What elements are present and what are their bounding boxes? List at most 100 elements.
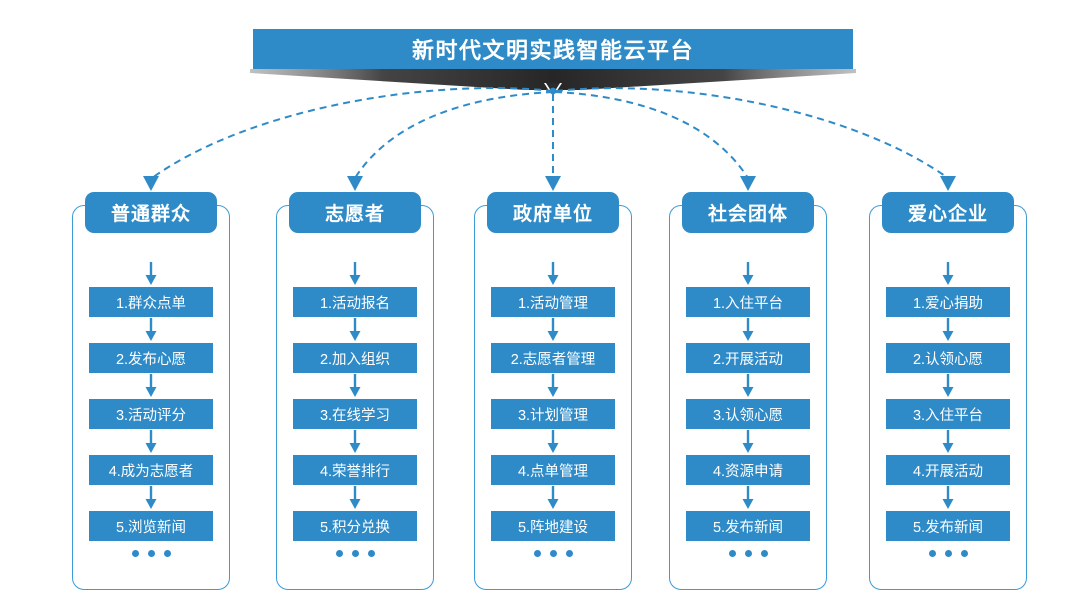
flow-item-box[interactable]: 5.浏览新闻 [89, 511, 213, 541]
role-column-social-group: 社会团体 1.入住平台 2.开展活动 3.认领心愿 4.资源申请 5.发布新闻 [669, 192, 827, 590]
flow-arrow-icon [145, 318, 157, 341]
platform-title: 新时代文明实践智能云平台 [411, 38, 694, 63]
flow-item-box[interactable]: 2.认领心愿 [886, 343, 1010, 373]
flow-arrow-icon [942, 262, 954, 285]
column-header-volunteer[interactable]: 志愿者 [289, 192, 421, 233]
flow-item-box[interactable]: 2.发布心愿 [89, 343, 213, 373]
flow-item-box[interactable]: 1.入住平台 [686, 287, 810, 317]
flow-item-label: 5.积分兑换 [319, 519, 391, 536]
flow-arrow-icon [349, 318, 361, 341]
flow-item-box[interactable]: 2.开展活动 [686, 343, 810, 373]
flow-item-box[interactable]: 3.计划管理 [491, 399, 615, 429]
column-item-list: 1.活动管理 2.志愿者管理 3.计划管理 4.点单管理 5.阵地建设 [474, 261, 632, 541]
ellipsis-dot [944, 550, 952, 557]
flow-item-box[interactable]: 5.阵地建设 [491, 511, 615, 541]
flow-item-label: 1.群众点单 [115, 295, 187, 312]
flow-item-label: 3.计划管理 [517, 407, 589, 424]
flow-item-label: 5.阵地建设 [517, 519, 589, 536]
flow-item-box[interactable]: 1.群众点单 [89, 287, 213, 317]
flow-item-box[interactable]: 3.在线学习 [293, 399, 417, 429]
flow-arrow-icon [547, 262, 559, 285]
flow-item-box[interactable]: 4.点单管理 [491, 455, 615, 485]
ellipsis-dot [960, 550, 968, 557]
flow-item-box[interactable]: 3.认领心愿 [686, 399, 810, 429]
flow-item-label: 4.资源申请 [712, 463, 784, 480]
ellipsis-dot [351, 550, 359, 557]
flow-arrow-icon [742, 374, 754, 397]
flow-item-box[interactable]: 1.爱心捐助 [886, 287, 1010, 317]
more-items-ellipsis [474, 550, 632, 557]
flow-item-label: 5.发布新闻 [912, 519, 984, 536]
column-header-label: 普通群众 [110, 204, 191, 225]
flow-item-box[interactable]: 1.活动管理 [491, 287, 615, 317]
flow-item-label: 4.成为志愿者 [108, 463, 194, 480]
ellipsis-dot [928, 550, 936, 557]
column-header-label: 社会团体 [707, 204, 788, 225]
column-header-general-public[interactable]: 普通群众 [85, 192, 217, 233]
flow-item-box[interactable]: 5.积分兑换 [293, 511, 417, 541]
ellipsis-dot [367, 550, 375, 557]
column-header-charity-enterprise[interactable]: 爱心企业 [882, 192, 1014, 233]
flow-item-box[interactable]: 2.志愿者管理 [491, 343, 615, 373]
flow-item-box[interactable]: 2.加入组织 [293, 343, 417, 373]
flow-item-label: 1.活动管理 [517, 295, 589, 312]
column-item-list: 1.入住平台 2.开展活动 3.认领心愿 4.资源申请 5.发布新闻 [669, 261, 827, 541]
ellipsis-dot [335, 550, 343, 557]
more-items-ellipsis [276, 550, 434, 557]
flow-arrow-icon [145, 374, 157, 397]
flow-arrow-icon [145, 486, 157, 509]
flow-arrow-icon [547, 430, 559, 453]
flow-arrow-icon [349, 374, 361, 397]
ellipsis-dot [760, 550, 768, 557]
flow-arrow-icon [145, 262, 157, 285]
flow-item-box[interactable]: 3.入住平台 [886, 399, 1010, 429]
column-header-social-group[interactable]: 社会团体 [682, 192, 814, 233]
flow-item-label: 1.入住平台 [712, 295, 784, 312]
more-items-ellipsis [72, 550, 230, 557]
flow-item-label: 5.发布新闻 [712, 519, 784, 536]
more-items-ellipsis [869, 550, 1027, 557]
ellipsis-dot [147, 550, 155, 557]
flow-item-label: 3.入住平台 [912, 407, 984, 424]
column-header-government-unit[interactable]: 政府单位 [487, 192, 619, 233]
column-item-list: 1.爱心捐助 2.认领心愿 3.入住平台 4.开展活动 5.发布新闻 [869, 261, 1027, 541]
flow-arrow-icon [942, 374, 954, 397]
flow-item-box[interactable]: 5.发布新闻 [686, 511, 810, 541]
flow-item-box[interactable]: 3.活动评分 [89, 399, 213, 429]
flow-arrow-icon [547, 318, 559, 341]
flow-arrow-icon [942, 486, 954, 509]
flow-arrow-icon [742, 430, 754, 453]
more-items-ellipsis [669, 550, 827, 557]
flow-item-label: 2.开展活动 [712, 351, 784, 368]
flow-item-label: 4.点单管理 [517, 463, 589, 480]
ellipsis-dot [533, 550, 541, 557]
column-header-label: 志愿者 [324, 204, 385, 225]
flow-arrow-icon [742, 262, 754, 285]
ellipsis-dot [549, 550, 557, 557]
column-header-label: 政府单位 [512, 204, 593, 225]
ellipsis-dot [728, 550, 736, 557]
column-item-list: 1.群众点单 2.发布心愿 3.活动评分 4.成为志愿者 5.浏览新闻 [72, 261, 230, 541]
flow-item-box[interactable]: 4.资源申请 [686, 455, 810, 485]
flow-item-label: 5.浏览新闻 [115, 519, 187, 536]
flow-arrow-icon [942, 430, 954, 453]
flow-item-label: 1.活动报名 [319, 295, 391, 312]
flow-item-label: 4.荣誉排行 [319, 463, 391, 480]
ellipsis-dot [744, 550, 752, 557]
column-header-label: 爱心企业 [907, 204, 988, 225]
role-column-general-public: 普通群众 1.群众点单 2.发布心愿 3.活动评分 4.成为志愿者 5.浏览新闻 [72, 192, 230, 590]
flow-item-box[interactable]: 4.成为志愿者 [89, 455, 213, 485]
ellipsis-dot [131, 550, 139, 557]
role-column-charity-enterprise: 爱心企业 1.爱心捐助 2.认领心愿 3.入住平台 4.开展活动 5.发布新闻 [869, 192, 1027, 590]
flow-item-box[interactable]: 5.发布新闻 [886, 511, 1010, 541]
flow-item-box[interactable]: 4.开展活动 [886, 455, 1010, 485]
flow-item-box[interactable]: 1.活动报名 [293, 287, 417, 317]
flow-item-label: 2.发布心愿 [115, 351, 187, 368]
flow-arrow-icon [349, 262, 361, 285]
flow-item-box[interactable]: 4.荣誉排行 [293, 455, 417, 485]
flow-item-label: 2.加入组织 [319, 351, 391, 368]
flow-item-label: 1.爱心捐助 [912, 295, 984, 312]
role-column-government-unit: 政府单位 1.活动管理 2.志愿者管理 3.计划管理 4.点单管理 5.阵地建设 [474, 192, 632, 590]
banner-bar: 新时代文明实践智能云平台 [253, 29, 853, 69]
